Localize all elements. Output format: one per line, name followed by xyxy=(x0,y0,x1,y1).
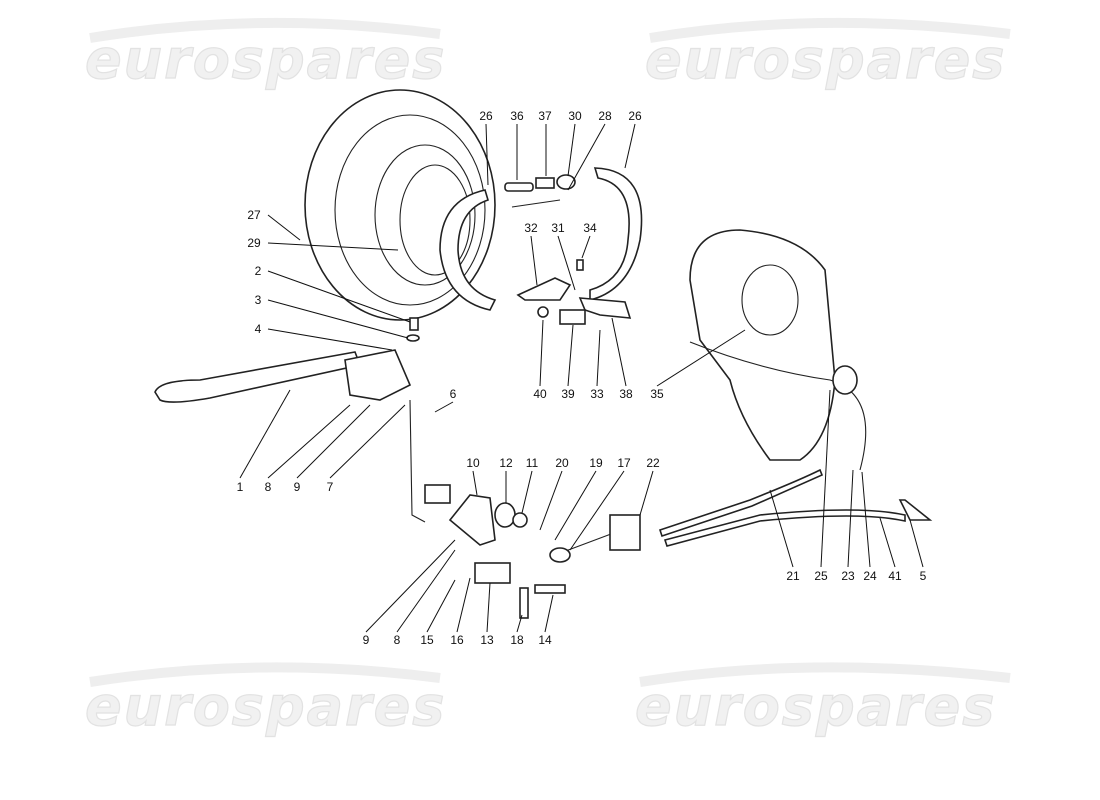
rod-eye xyxy=(549,547,571,563)
plate-22 xyxy=(609,514,641,551)
callout-label: 14 xyxy=(538,633,552,647)
callout-label: 22 xyxy=(646,456,660,470)
watermark-swoosh xyxy=(649,17,1011,43)
callout-label: 9 xyxy=(363,633,370,647)
callout-label: 16 xyxy=(450,633,464,647)
callout-label: 34 xyxy=(583,221,597,235)
callout-label: 27 xyxy=(247,208,261,222)
callout-label: 4 xyxy=(255,322,262,336)
callout-label: 11 xyxy=(526,456,539,470)
callout-label: 31 xyxy=(551,221,565,235)
hub-carrier xyxy=(689,229,836,461)
pin-34 xyxy=(576,259,584,271)
callout-label: 20 xyxy=(555,456,569,470)
hub-bore xyxy=(741,264,799,336)
bolt-2 xyxy=(409,317,419,331)
adjuster-37 xyxy=(535,177,555,189)
callout-label: 32 xyxy=(524,221,538,235)
brake-shoe-left xyxy=(439,189,497,311)
callout-label: 10 xyxy=(466,456,480,470)
bolt-36 xyxy=(504,182,534,192)
callout-label: 15 xyxy=(420,633,434,647)
lever-5 xyxy=(898,499,933,521)
callout-label: 28 xyxy=(598,109,612,123)
callout-label: 1 xyxy=(237,480,244,494)
watermark-swoosh xyxy=(639,662,1011,687)
callout-label: 8 xyxy=(394,633,401,647)
leader-lines xyxy=(239,123,924,633)
callout-label: 35 xyxy=(650,387,664,401)
callout-label: 2 xyxy=(255,264,262,278)
callout-label: 23 xyxy=(841,569,855,583)
callout-label: 33 xyxy=(590,387,604,401)
callout-label: 39 xyxy=(561,387,575,401)
watermarks: eurospares eurospares eurospares eurospa… xyxy=(84,17,1011,739)
callout-label: 12 xyxy=(499,456,513,470)
grommet-25 xyxy=(832,365,858,395)
watermark-swoosh xyxy=(89,662,441,687)
callout-label: 5 xyxy=(920,569,927,583)
clevis-13 xyxy=(474,562,511,584)
callout-label: 6 xyxy=(450,387,457,401)
callout-label: 41 xyxy=(888,569,902,583)
callout-label: 26 xyxy=(479,109,493,123)
lever-38 xyxy=(578,297,632,319)
callout-label: 13 xyxy=(480,633,494,647)
cable-35 xyxy=(689,341,867,471)
callout-label: 26 xyxy=(628,109,642,123)
callout-label: 19 xyxy=(589,456,603,470)
watermark: eurospares xyxy=(645,28,1006,91)
callout-labels: 26 36 37 30 28 26 27 29 32 31 34 2 3 4 6… xyxy=(237,109,927,647)
cable-21b xyxy=(663,509,906,547)
washer-3 xyxy=(406,334,420,342)
brake-shoe-right xyxy=(589,167,643,302)
callout-label: 8 xyxy=(265,480,272,494)
callout-label: 36 xyxy=(510,109,524,123)
callout-label: 40 xyxy=(533,387,547,401)
watermark: eurospares xyxy=(85,675,446,738)
callout-label: 9 xyxy=(294,480,301,494)
pin-14 xyxy=(534,584,566,594)
watermark: eurospares xyxy=(85,28,446,91)
watermark: eurospares xyxy=(635,675,996,738)
callout-label: 21 xyxy=(786,569,800,583)
spring xyxy=(511,199,561,208)
nut-11 xyxy=(512,512,528,528)
callout-label: 24 xyxy=(863,569,877,583)
callout-label: 30 xyxy=(568,109,582,123)
cable-21 xyxy=(658,468,824,538)
watermark-swoosh xyxy=(89,17,441,43)
bracket-10 xyxy=(448,494,496,546)
callout-label: 17 xyxy=(617,456,631,470)
callout-label: 7 xyxy=(327,480,334,494)
callout-label: 18 xyxy=(510,633,524,647)
shaft xyxy=(424,484,451,504)
washer-12 xyxy=(494,502,516,528)
bolt-40 xyxy=(537,306,549,318)
callout-label: 29 xyxy=(247,236,261,250)
callout-label: 3 xyxy=(255,293,262,307)
hand-brake-lever xyxy=(154,349,451,523)
callout-label: 37 xyxy=(538,109,552,123)
callout-label: 38 xyxy=(619,387,633,401)
lever-plate-32 xyxy=(516,277,572,301)
pin-18 xyxy=(519,587,529,619)
clevis-39 xyxy=(559,309,586,325)
callout-label: 25 xyxy=(814,569,828,583)
